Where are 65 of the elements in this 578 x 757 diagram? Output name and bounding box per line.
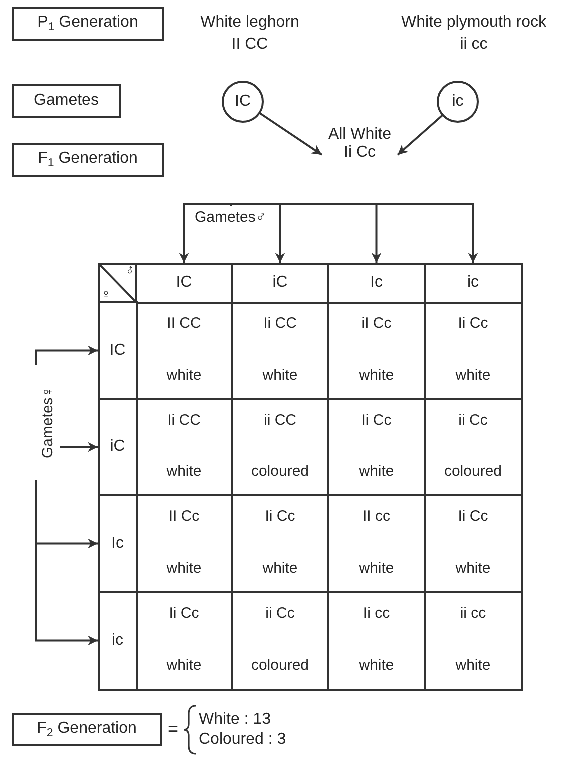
phenotype-text: white [166,560,202,578]
gamete-header: ic [98,591,138,690]
offspring-text: All White [328,126,392,144]
genotype-text: ii CC [264,412,296,430]
arrow [179,203,232,263]
arrow [35,480,98,646]
vertical-label: Gametes♀ [40,386,56,459]
phenotype-text: white [166,463,202,480]
gamete-header: IC [135,263,234,304]
generation-label-box: F$_{2}$ Generation [12,713,162,746]
phenotype-text: white [456,560,491,578]
genotype-text: Ii Cc [265,508,296,526]
arrow [260,112,323,156]
genotype-text: Ii cc [363,605,390,622]
ratio-text: Coloured : 3 [199,731,286,750]
genotype-text: II CC [167,315,202,332]
ratio-text: White : 13 [199,711,272,730]
phenotype-text: coloured [251,463,310,480]
female-symbol: ♀ [101,286,112,302]
genotype-text: II cc [362,508,390,526]
parent-text: ii cc [460,36,488,54]
phenotype-text: white [456,657,491,674]
parent-text: White leghorn [200,14,300,32]
genotype-text: Ii Cc [362,412,392,430]
arrow [60,442,98,452]
gamete-circle: ic [437,81,479,123]
phenotype-text: white [262,367,298,384]
equals-sign: = [168,719,179,740]
gamete-header: ic [424,263,522,304]
phenotype-text: white [456,367,491,384]
arrow [35,346,98,365]
genotype-text: ii Cc [266,605,295,622]
arrow [230,203,478,263]
gamete-header: IC [98,301,138,400]
genotype-text: Ii Cc [458,508,488,526]
phenotype-text: white [359,657,394,674]
generation-label-box: Gametes [12,84,121,118]
gamete-header: iC [231,263,330,304]
phenotype-text: white [166,367,202,384]
generation-label-box: P$_{1}$ Generation [12,7,164,41]
phenotype-text: white [359,463,394,480]
genotype-text: Ii CC [264,315,297,332]
arrow [397,115,443,156]
phenotype-text: white [262,560,298,578]
genotype-text: Ii Cc [169,605,200,622]
gamete-header: iC [98,398,138,496]
genotype-text: ii Cc [458,412,488,430]
genotype-text: iI Cc [362,315,392,332]
gamete-header: Ic [327,263,426,304]
generation-label-box: F$_{1}$ Generation [12,143,164,177]
phenotype-text: white [359,367,394,384]
phenotype-text: white [166,657,202,674]
gamete-circle: IC [222,81,264,123]
gamete-header: Ic [98,494,138,594]
genotype-text: Ii Cc [458,315,488,332]
phenotype-text: white [359,560,394,578]
parent-text: White plymouth rock [402,14,546,32]
genotype-text: II Cc [168,508,200,526]
parent-text: II CC [232,36,268,54]
offspring-text: Ii Cc [344,144,376,162]
phenotype-text: coloured [444,463,502,480]
genotype-text: ii cc [460,605,486,622]
genotype-text: Ii CC [168,412,201,430]
bracket-label: Gametes♂ [194,209,268,227]
phenotype-text: coloured [251,657,310,674]
